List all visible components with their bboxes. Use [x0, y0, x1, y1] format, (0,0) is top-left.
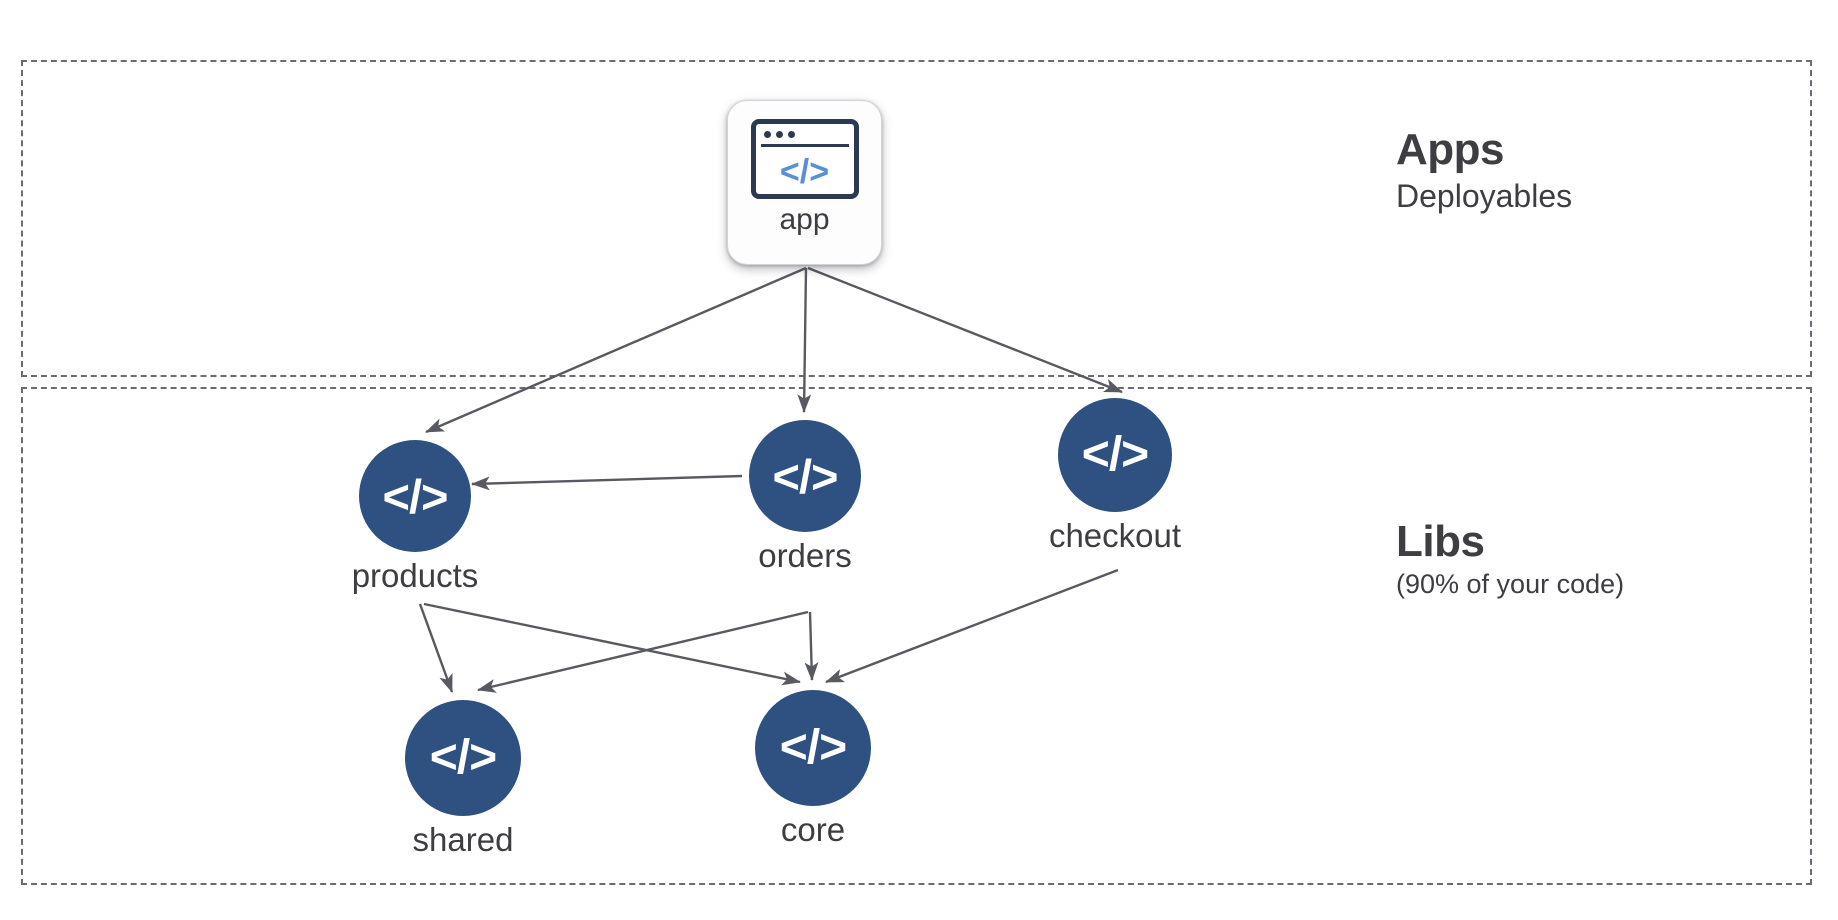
node-shared-label: shared — [412, 821, 514, 858]
code-brackets-icon: </> — [1058, 398, 1172, 512]
code-brackets-icon: </> — [405, 700, 521, 816]
zone-libs-title: Libs — [1396, 517, 1485, 566]
zone-apps-caption: Apps Deployables — [1396, 126, 1572, 216]
node-products[interactable]: </> products — [300, 440, 530, 594]
code-brackets-icon: </> — [359, 440, 471, 552]
node-orders-label: orders — [758, 537, 852, 574]
node-core[interactable]: </> core — [698, 690, 928, 848]
node-products-label: products — [351, 557, 479, 594]
zone-apps-title: Apps — [1396, 125, 1505, 174]
zone-apps — [21, 60, 1812, 377]
code-window-icon: </> — [750, 119, 859, 199]
node-checkout[interactable]: </> checkout — [1000, 398, 1230, 554]
node-shared[interactable]: </> shared — [348, 700, 578, 858]
node-app[interactable]: </> app — [727, 100, 882, 265]
node-checkout-label: checkout — [1048, 517, 1182, 554]
node-orders[interactable]: </> orders — [690, 420, 920, 574]
code-brackets-icon: </> — [749, 420, 861, 532]
zone-libs-caption: Libs (90% of your code) — [1396, 518, 1624, 601]
zone-apps-subtitle: Deployables — [1396, 177, 1573, 214]
code-brackets-glyph: </> — [779, 153, 830, 191]
code-brackets-icon: </> — [755, 690, 871, 806]
window-title-bar-divider — [760, 144, 849, 147]
window-dots-icon — [763, 131, 795, 138]
node-app-label: app — [779, 203, 830, 236]
node-core-label: core — [780, 811, 846, 848]
zone-libs-subtitle: (90% of your code) — [1396, 568, 1625, 599]
